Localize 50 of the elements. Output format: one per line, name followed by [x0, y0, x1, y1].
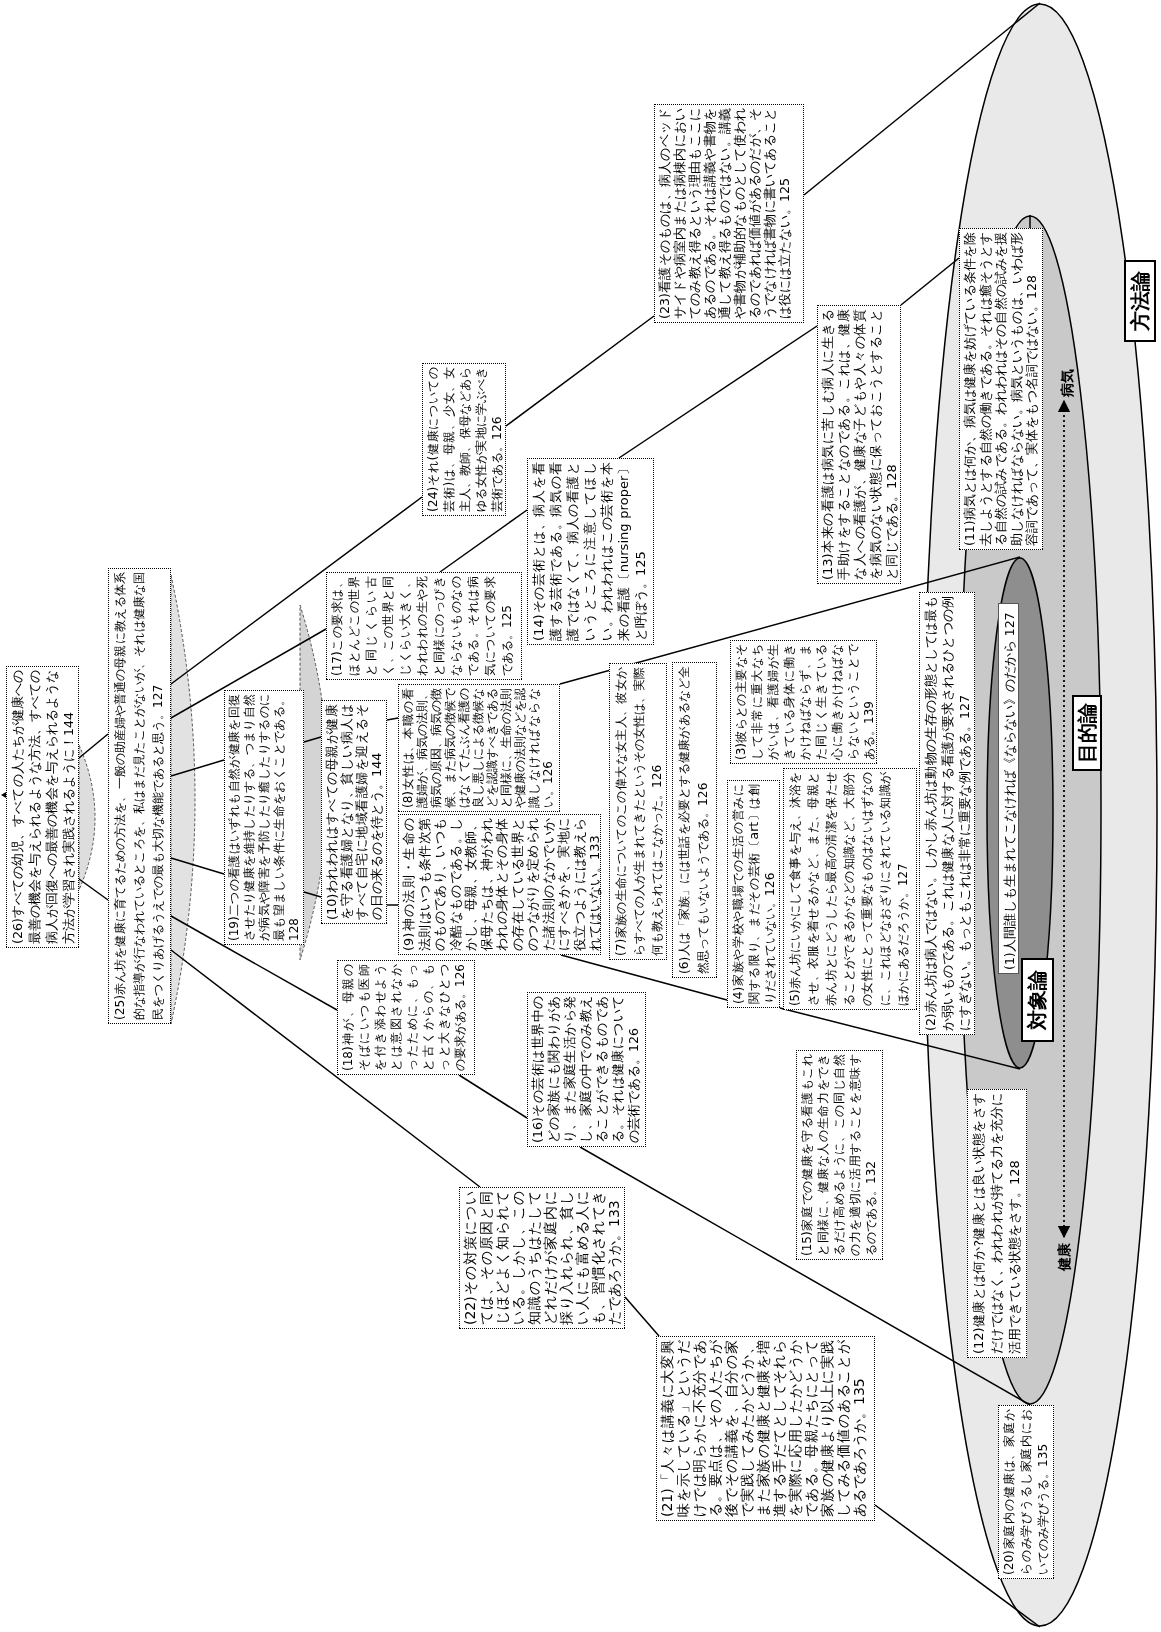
connector-line [803, 2, 1041, 196]
quote-box: (4)家族や学校や職場での生活の営みに関する限り、まだその芸術〔art〕は創りだされていない。126 [727, 780, 780, 1008]
connector-line [303, 891, 322, 898]
quote-box: (25)赤ん坊を健康に育てるための方法を、一般の助産婦や普通の母親に教える体系的な指導が行なわれているところを、私はまだ見たことがないが、それは健康な国民をつくりあげるうえでの最も大切な機能であると思う。127 [108, 568, 171, 1024]
connector-line [560, 954, 728, 1001]
quote-box: (23)看護そのものは、病人のベッドサイドや病室内または病棟内においてのみ教え得るという理由もここにあるのである。それは講義や書物を通して教え得るものではない。講義や書物が補助的なものとして使われるのであれば価値があるのだが、そうでなければ書物に書いてあることは役には立たない。125 [654, 104, 804, 323]
quote-box: (5)赤ん坊にいかにして食事を与え、沐浴をさせ、衣服を着せるかなど、また、母親と赤ん坊とにどうしたら最高の清潔を保たせることができるかなどの知識など、大部分の女性にとって重要なものはないはずなのに、これほどなおざりにされている知識がほかにあるだろうか。127 [783, 768, 917, 1010]
section-label: 方法論 [1124, 260, 1156, 342]
connector-line [779, 1007, 1021, 1070]
connector-line [78, 733, 109, 759]
connector-line [170, 628, 327, 719]
connector-line [624, 1296, 660, 1337]
section-label: 対象論 [1021, 958, 1054, 1042]
quote-box: (6)人は「家族」には世話を必要とする健康があるなど全然思ってもいないようである。126 [672, 662, 717, 978]
connector-line [78, 878, 109, 901]
term-label: 病気 [1059, 365, 1075, 401]
connector-line [170, 949, 481, 1188]
connector-line [170, 496, 423, 685]
quote-box: (13)本来の看護は病気に苦しむ病人に生きる手助けをすることなのである。これは、健康な人への看護が、健康な子どもや人々の体質を病気のない状態に保っておこうとすることと同じである。128 [817, 305, 901, 584]
quote-box: (18)神が、母親のそばにいつも医師を付き添わせようとは意図されなかったために、もっと古くからの、もっと大きなひとつの要求がある。126 [337, 960, 475, 1075]
connector-line [386, 904, 399, 906]
term-label: 健康 [1056, 1237, 1072, 1276]
connector-line [170, 915, 338, 1011]
connector-line [458, 1074, 528, 1119]
connector-line [303, 736, 322, 743]
connector-line [170, 857, 225, 875]
connector-line [559, 556, 1021, 685]
quote-box: (21)「人々は講義に大変興味を示している」というだけでは明らかに不充分である。要点は、その人たちが後でその講義を、自分の家で実践してみたかどうか、また家族の健康と健康を増進する手だてとしてそれらを実際に応用したかどうかである。母親たちにとって家族の健康より以上に実践してみる価値のあることがあるであろうか。135 [656, 1336, 875, 1521]
connector-line [900, 257, 960, 306]
quote-box: (7)家族の生命についてのこの偉大な女主人、彼女からすべての人が生まれてきたというその女性は、実際何も教えられてはこなかった。126 [609, 663, 667, 960]
quote-box: (19)二つの看護はいずれも自然が健康を回復させたり健康を維持したりする、つまり自然が病気や障害を予防したり癒したりするのに最も望ましい条件に生命をおくことである。128 [224, 690, 304, 945]
quote-box: (8)女性は、本職の看護婦が、病気の法則、病気の原因、病気の徴候、また病気の徴候ではなくてたぶん看護の良し悪しによる徴候などを認識すべきであると同様に、生命の法則や健康の法則などを認識しなければならない。126 [398, 684, 560, 812]
quote-box: (3)彼らとの主要なそして非常に重大なちがいは、看護婦が生きている身体に働きかけねばならず、また同じく生きている心に働きかけねばならないということである。139 [730, 640, 877, 764]
quote-box: (15)家庭での健康を守る看護もこれと同様に、健康な人の生命力をできるだけ高めるように、この同じ自然の力を適切に活用することを意味するのである。132 [796, 1050, 883, 1260]
double-arrow [1057, 399, 1071, 1239]
quote-box: (14)その芸術とは、病人を看護する芸術である。病気の看護ではなくて、病人の看護というところに注意してほしい。われわれはこの芸術を本来の看護〔nursing proper〕と呼ぼう。125 [527, 458, 654, 645]
quote-box: (10)われわれはすべての母親が健康を守る看護婦となり、貧しい病人はすべて自宅に地域看護婦を迎えるその日の来るのを待とう。144 [321, 700, 387, 924]
quote-box: (17)この要求は、ほとんどこの世界と同じくらい古く、この世界と同じくらい大きく、われわれの生や死と同様にのっぴきならないものなのである。それは病気についての要求である。125 [326, 572, 522, 680]
connector-line [439, 509, 528, 573]
quote-box: (26)すべての幼児、すべての人たちが健康への最善の機会を与えられるような方法、すべての病人が回復への最善の機会を与えられるような方法が学習され実践されるように！144 [6, 666, 79, 948]
connector-line [1029, 214, 1031, 229]
quote-box: (22)その対策については、その原因と同じほどよく知られている。しかし、この知識のうちはたしてどれだけが家庭内に採り入れられ、貧しい人にも富める人にも、習慣化されてきたであろうか。133 [459, 1187, 625, 1329]
quote-box: (16)その芸術は世界中のどの家族にも関わりがあり、また家庭生活から発し、家庭の中でのみ教えることができるものである。それは健康についての芸術である。126 [527, 992, 646, 1147]
connector-line [386, 717, 399, 721]
section-label: 目的論 [1072, 695, 1102, 771]
connector-line [874, 1504, 1041, 1628]
connector-line [170, 759, 225, 777]
quote-box: (1)人間誰しも生まれてこなければ《ならない》のだから 127 [998, 603, 1019, 974]
quote-box: (24)それ(健康についての芸術)は、母親、少女、女主人、教師、保母などあらゆる女性が実地に学ぶべき芸術である。126 [422, 363, 506, 516]
connector-line [505, 315, 655, 427]
